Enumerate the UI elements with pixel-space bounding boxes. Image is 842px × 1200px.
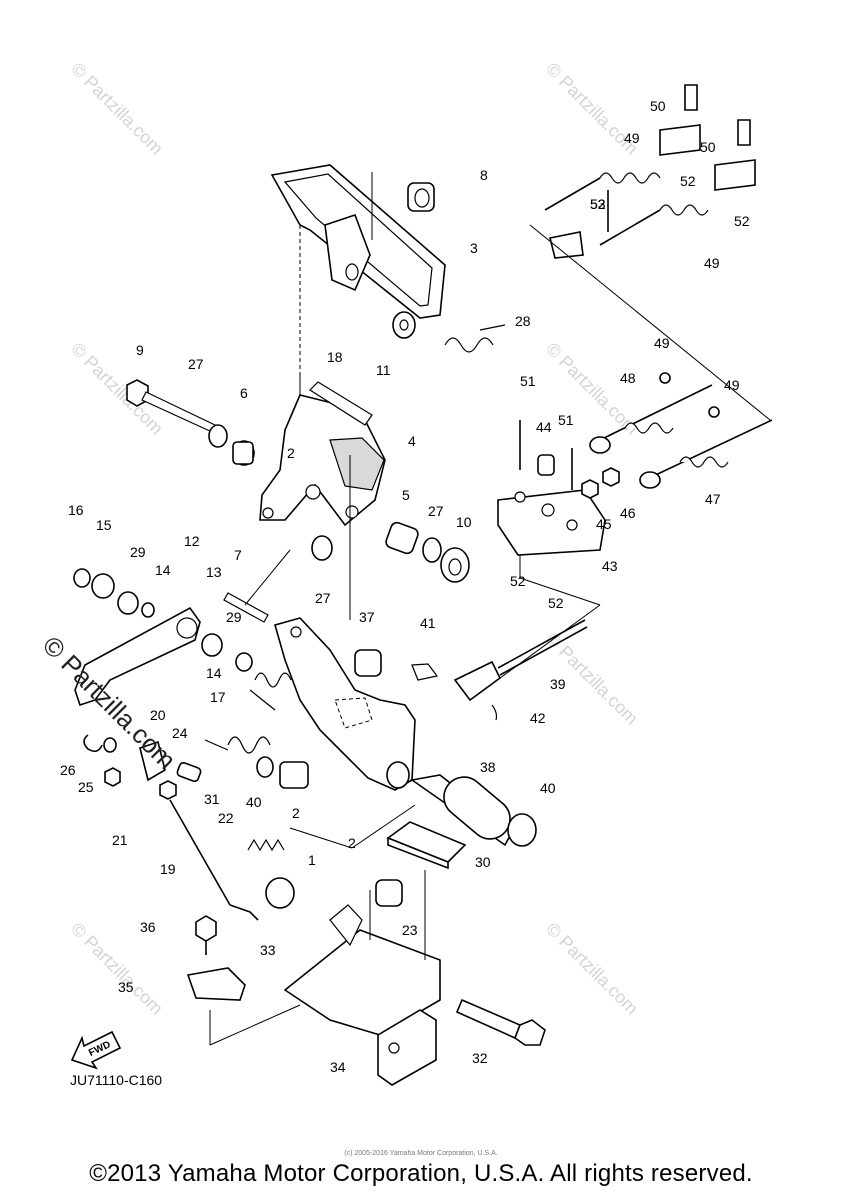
callout-label: 28 — [515, 313, 531, 329]
collar-nut-assembly — [385, 521, 470, 583]
callout-label: 43 — [602, 558, 618, 574]
reference-lines — [209, 375, 601, 1046]
callout-label: 52 — [680, 173, 696, 189]
cable-assembly-upper — [529, 84, 771, 421]
callout-label: 39 — [550, 676, 566, 692]
callout-labels: 1 2 2 2 3 4 5 6 7 8 9 10 11 12 13 14 14 … — [60, 98, 750, 1075]
stopper-pad-30 — [386, 821, 467, 870]
callout-label: 41 — [420, 615, 436, 631]
callout-label: 32 — [472, 1050, 488, 1066]
callout-label: 19 — [160, 861, 176, 877]
callout-label: 38 — [480, 759, 496, 775]
callout-label: 14 — [206, 665, 222, 681]
callout-label: 17 — [210, 689, 226, 705]
pedal-bracket — [259, 381, 386, 527]
callout-label: 29 — [130, 544, 146, 560]
callout-label: 9 — [136, 342, 144, 358]
lever-12 — [73, 568, 269, 707]
callout-label: 52 — [548, 595, 564, 611]
callout-label: 52 — [734, 213, 750, 229]
callout-label: 53 — [590, 196, 606, 212]
callout-label: 51 — [558, 412, 574, 428]
callout-label: 47 — [705, 491, 721, 507]
callout-label: 36 — [140, 919, 156, 935]
callout-label: 50 — [650, 98, 666, 114]
rod-39-assembly — [354, 619, 588, 721]
callout-label: 2 — [292, 805, 300, 821]
callout-label: 2 — [287, 445, 295, 461]
callout-label: 40 — [246, 794, 262, 810]
callout-label: 50 — [700, 139, 716, 155]
callout-label: 30 — [475, 854, 491, 870]
microprint-notice: (c) 2005-2016 Yamaha Motor Corporation, … — [344, 1150, 498, 1157]
callout-label: 52 — [590, 196, 606, 212]
callout-label: 26 — [60, 762, 76, 778]
callout-label: 3 — [470, 240, 478, 256]
callout-label: 7 — [234, 547, 242, 563]
callout-label: 24 — [172, 725, 188, 741]
springs — [204, 672, 292, 852]
callout-label: 4 — [408, 433, 416, 449]
callout-label: 49 — [704, 255, 720, 271]
callout-label: 2 — [348, 835, 356, 851]
diagram-code: JU71110-C160 — [70, 1072, 163, 1088]
callout-label: 33 — [260, 942, 276, 958]
callout-label: 15 — [96, 517, 112, 533]
callout-label: 42 — [530, 710, 546, 726]
callout-label: 49 — [724, 377, 740, 393]
base-bracket — [186, 877, 546, 1086]
callout-label: 49 — [624, 130, 640, 146]
callout-label: 12 — [184, 533, 200, 549]
linkage-parts — [83, 734, 259, 921]
copyright-notice: ©2013 Yamaha Motor Corporation, U.S.A. A… — [89, 1160, 753, 1187]
callout-label: 11 — [376, 362, 391, 378]
callout-label: 29 — [226, 609, 242, 625]
callout-label: 13 — [206, 564, 222, 580]
callout-label: 40 — [540, 780, 556, 796]
callout-label: 37 — [359, 609, 375, 625]
callout-label: 22 — [218, 810, 234, 826]
watermark-text: © Partzilla.com — [542, 919, 642, 1019]
watermark-text: © Partzilla.com — [67, 59, 167, 159]
callout-label: 8 — [480, 167, 488, 183]
callout-label: 23 — [402, 922, 418, 938]
cable-bracket-43 — [497, 372, 773, 556]
callout-label: 21 — [112, 832, 128, 848]
callout-label: 45 — [596, 516, 612, 532]
callout-label: 18 — [327, 349, 343, 365]
pedal-lever-arm — [274, 617, 416, 791]
shaft-38 — [256, 756, 537, 847]
collar-spring-top — [392, 182, 506, 353]
callout-label: 27 — [428, 503, 444, 519]
callout-label: 25 — [78, 779, 94, 795]
callout-label: 14 — [155, 562, 171, 578]
callout-label: 27 — [315, 590, 331, 606]
callout-label: 10 — [456, 514, 472, 530]
callout-label: 27 — [188, 356, 204, 372]
callout-label: 48 — [620, 370, 636, 386]
callout-label: 35 — [118, 979, 134, 995]
callout-label: 16 — [68, 502, 84, 518]
fwd-arrow: FWD — [70, 1030, 122, 1070]
callout-label: 5 — [402, 487, 410, 503]
callout-label: 52 — [510, 573, 526, 589]
callout-label: 51 — [520, 373, 536, 389]
bushing-27 — [311, 535, 333, 561]
callout-label: 46 — [620, 505, 636, 521]
bolt-9-assembly — [126, 379, 255, 466]
callout-label: 34 — [330, 1059, 346, 1075]
accelerator-pedal-pad — [270, 164, 446, 375]
callout-label: 49 — [654, 335, 670, 351]
callout-label: 44 — [536, 419, 552, 435]
callout-label: 6 — [240, 385, 248, 401]
callout-label: 1 — [308, 852, 316, 868]
callout-label: 31 — [204, 791, 220, 807]
callout-label: 20 — [150, 707, 166, 723]
watermark-text: © Partzilla.com — [67, 339, 167, 439]
